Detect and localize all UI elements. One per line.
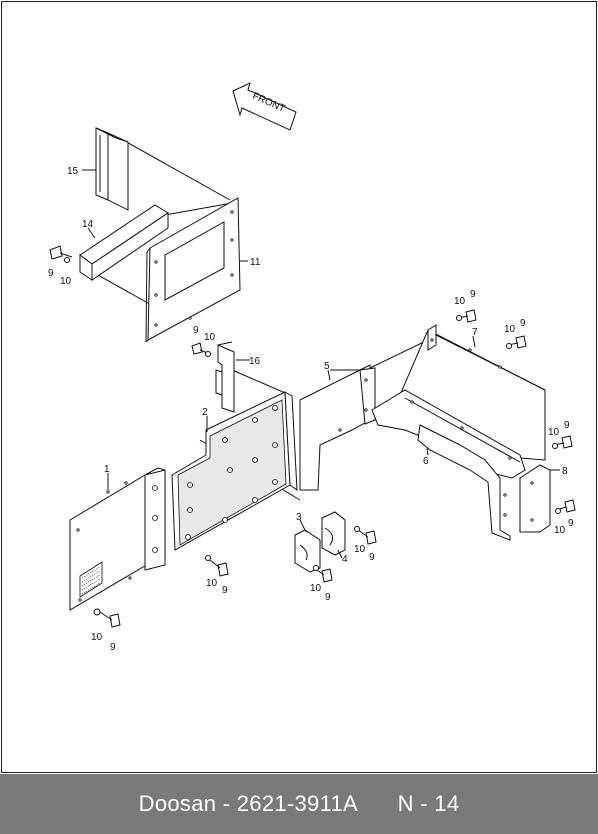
callout-bolt-9: 9 xyxy=(193,325,199,336)
callout-15: 15 xyxy=(67,166,79,177)
parts-diagram: FRONT 15 14 9 10 xyxy=(1,1,597,773)
footer-separator: - xyxy=(222,791,237,816)
washer-icon xyxy=(205,555,211,561)
washer-icon xyxy=(506,343,512,349)
footer-bar: Doosan - 2621-3911A N - 14 xyxy=(0,774,598,834)
part-7-cover xyxy=(399,324,546,461)
callout-8: 8 xyxy=(562,466,568,477)
bolt-icon xyxy=(357,529,377,545)
callout-7: 7 xyxy=(472,327,478,338)
front-arrow-icon: FRONT xyxy=(232,82,297,131)
footer-text: Doosan - 2621-3911A N - 14 xyxy=(139,791,460,817)
callout-washer-10: 10 xyxy=(310,583,322,594)
callout-bolt-9: 9 xyxy=(470,289,476,300)
washer-icon xyxy=(93,608,101,616)
callout-washer-10: 10 xyxy=(554,525,566,536)
drawing-border xyxy=(1,1,597,773)
part-14-cover xyxy=(79,204,169,281)
part-6-bracket xyxy=(371,389,526,541)
washer-icon xyxy=(313,565,319,571)
part-16-bracket xyxy=(215,341,235,413)
bolt-icon xyxy=(49,245,73,260)
part-4-saddle xyxy=(321,511,346,556)
washer-icon xyxy=(456,315,462,321)
footer-part-number: 2621-3911A xyxy=(236,791,357,816)
washer-icon xyxy=(64,257,70,263)
callout-washer-10: 10 xyxy=(204,332,216,343)
callout-1: 1 xyxy=(104,464,110,475)
footer-page: N - 14 xyxy=(397,791,460,816)
callout-16: 16 xyxy=(249,356,261,367)
bolt-icon xyxy=(99,611,121,628)
callout-6: 6 xyxy=(423,456,429,467)
part-8-bracket xyxy=(519,464,551,533)
callout-11: 11 xyxy=(250,257,261,268)
washer-icon xyxy=(205,351,211,357)
callout-bolt-9: 9 xyxy=(222,585,228,596)
callout-bolt-9: 9 xyxy=(568,518,574,529)
washer-icon xyxy=(555,508,561,514)
callout-bolt-9: 9 xyxy=(48,268,54,279)
callout-4: 4 xyxy=(342,554,348,565)
footer-brand: Doosan xyxy=(138,791,217,816)
washer-icon xyxy=(552,443,558,449)
callout-washer-10: 10 xyxy=(454,296,466,307)
callout-washer-10: 10 xyxy=(354,544,366,555)
callout-bolt-9: 9 xyxy=(520,318,526,329)
callout-washer-10: 10 xyxy=(504,324,516,335)
part-11-window-frame xyxy=(145,197,241,343)
bolt-icon xyxy=(313,567,333,583)
part-1-strip xyxy=(144,469,166,571)
callout-bolt-9: 9 xyxy=(564,420,570,431)
callout-bolt-9: 9 xyxy=(369,552,375,563)
callout-2: 2 xyxy=(202,407,208,418)
callout-washer-10: 10 xyxy=(206,578,218,589)
bolt-icon xyxy=(209,559,229,577)
callout-bolt-9: 9 xyxy=(325,592,331,603)
callout-5: 5 xyxy=(324,361,330,372)
callout-bolt-9: 9 xyxy=(110,642,116,653)
callout-3: 3 xyxy=(296,512,302,523)
exploded-view-drawing: FRONT 15 14 9 10 xyxy=(1,1,597,773)
part-5-plate xyxy=(299,364,376,491)
part-15-bracket xyxy=(95,127,129,211)
part-3-saddle xyxy=(294,529,321,573)
callout-washer-10: 10 xyxy=(548,427,560,438)
part-2-panel xyxy=(171,391,298,551)
callout-14: 14 xyxy=(82,219,94,230)
callout-washer-10: 10 xyxy=(60,276,72,287)
bolt-icon xyxy=(553,435,573,449)
washer-icon xyxy=(354,526,360,532)
callout-washer-10: 10 xyxy=(91,632,103,643)
